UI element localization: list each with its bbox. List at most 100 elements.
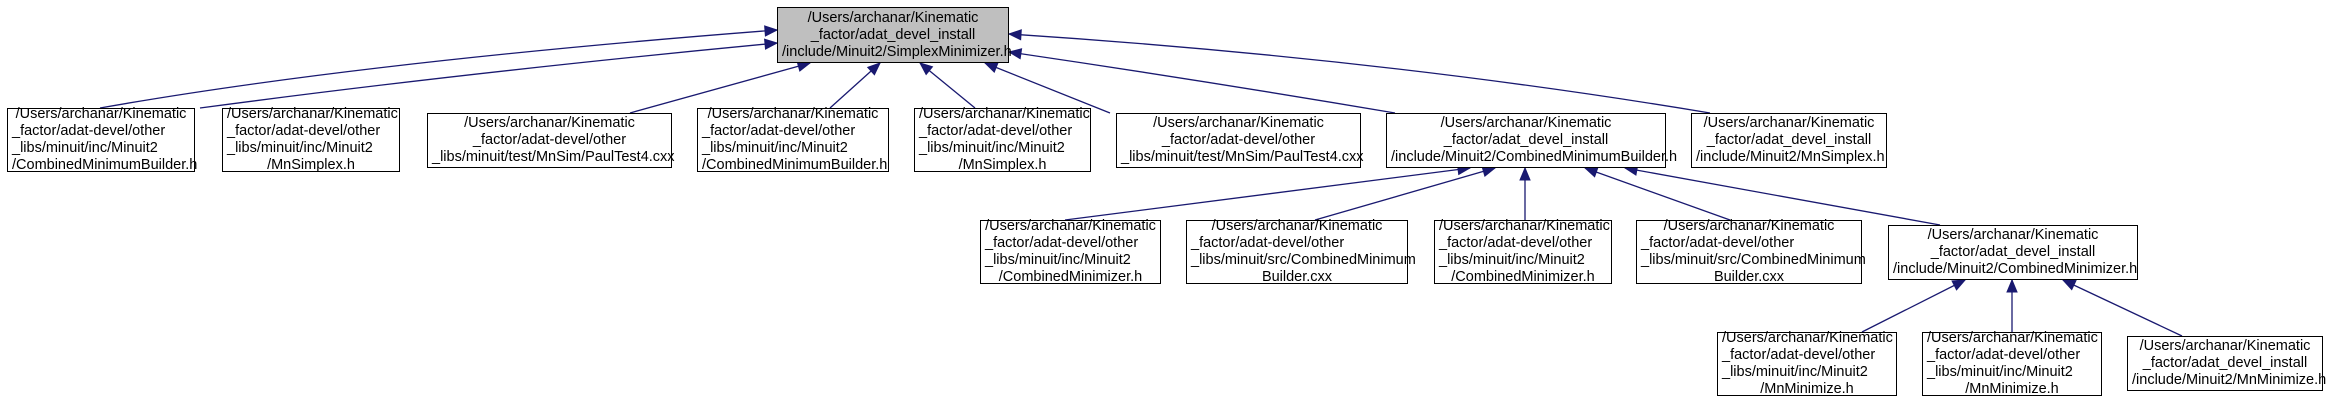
arrow-head [983,62,999,73]
node-line: _libs/minuit/inc/Minuit2 [227,140,373,156]
node-l1-paultest4-cxx[interactable]: /Users/archanar/Kinematic _factor/adat-d… [427,113,675,168]
node-l1-mnsimplex-h[interactable]: /Users/archanar/Kinematic _factor/adat-d… [222,106,400,173]
node-line: _factor/adat-devel/other [702,123,856,139]
node-line: _factor/adat-devel/other [1641,235,1795,251]
node-line: /Users/archanar/Kinematic [1927,227,2099,243]
node-line: /include/Minuit2/CombinedMinimumBuilder.… [1391,149,1678,165]
node-line: _libs/minuit/inc/Minuit2 [919,140,1065,156]
arrow-head [764,25,779,37]
node-line: _factor/adat_devel_install [2142,355,2308,371]
node-line: /Users/archanar/Kinematic [807,9,979,26]
arrow-head [764,38,779,50]
node-line: _factor/adat_devel_install [1706,132,1872,148]
dependency-edge [1064,167,1471,221]
node-line: /Users/archanar/Kinematic [464,115,635,131]
arrow-head [2061,279,2077,291]
dependency-edge [1584,167,1731,221]
node-line: /Users/archanar/Kinematic [1927,330,2098,346]
node-l1-mnsimplex-h-2[interactable]: /Users/archanar/Kinematic _factor/adat-d… [914,106,1091,173]
node-line: /Users/archanar/Kinematic [1440,115,1612,131]
node-line: /Users/archanar/Kinematic [2139,338,2311,354]
node-l3-mnminimize-h[interactable]: /Users/archanar/Kinematic _factor/adat-d… [1717,330,1897,397]
dependency-edge [629,62,811,114]
node-line: _libs/minuit/inc/Minuit2 [1439,252,1585,268]
node-line: /Users/archanar/Kinematic [985,218,1156,234]
node-line: _factor/adat-devel/other [227,123,381,139]
node-line: _libs/minuit/test/MnSim/PaulTest4.cxx [432,149,675,165]
node-line: /Users/archanar/Kinematic [1211,218,1383,234]
dependency-edge [1008,33,1711,114]
node-l2-combinedminimumbuilder-cxx[interactable]: /Users/archanar/Kinematic _factor/adat-d… [1186,218,1416,285]
node-l1-combinedminimumbuilder-h-2[interactable]: /Users/archanar/Kinematic _factor/adat-d… [697,106,889,173]
node-line: _libs/minuit/inc/Minuit2 [702,140,848,156]
dependency-edge [2062,279,2183,337]
dependency-edge [1314,167,1496,221]
arrow-head [918,62,934,76]
node-line: /Users/archanar/Kinematic [919,106,1090,122]
node-root-simplexminimizer[interactable]: /Users/archanar/Kinematic _factor/adat_d… [777,7,1012,63]
node-line: /include/Minuit2/MnSimplex.h [1696,149,1885,165]
node-line: /Users/archanar/Kinematic [1703,115,1875,131]
node-l1-paultest4-cxx-2[interactable]: /Users/archanar/Kinematic _factor/adat-d… [1116,113,1364,168]
node-l2-combinedminimizer-h[interactable]: /Users/archanar/Kinematic _factor/adat-d… [980,218,1161,285]
node-line: _factor/adat-devel/other [985,235,1139,251]
node-line: /CombinedMinimizer.h [998,269,1143,285]
node-line: _factor/adat-devel/other [12,123,166,139]
node-line: /MnMinimize.h [1965,381,2059,397]
arrow-head [1007,48,1023,60]
arrow-head [866,62,881,76]
dependency-edge [1008,51,1396,114]
node-line: /Users/archanar/Kinematic [1722,330,1893,346]
node-line: _factor/adat-devel/other [1722,347,1876,363]
arrow-head [1951,279,1967,291]
node-line: _libs/minuit/src/CombinedMinimum [1641,252,1866,268]
node-line: Builder.cxx [1261,269,1333,285]
node-l2-combinedminimizer-install[interactable]: /Users/archanar/Kinematic _factor/adat_d… [1888,225,2138,280]
node-line: _libs/minuit/src/CombinedMinimum [1191,252,1416,268]
node-line: /MnSimplex.h [958,157,1047,173]
node-line: _libs/minuit/inc/Minuit2 [1722,364,1868,380]
arrow-head [1583,166,1599,178]
node-l1-combinedminimumbuilder-install[interactable]: /Users/archanar/Kinematic _factor/adat_d… [1386,113,1678,168]
node-line: /Users/archanar/Kinematic [227,106,398,122]
dependency-edge [99,29,778,109]
node-line: /include/Minuit2/MnMinimize.h [2132,372,2327,388]
node-line: /include/Minuit2/CombinedMinimizer.h [1893,261,2138,277]
node-line: _factor/adat-devel/other [1439,235,1593,251]
node-l3-mnminimize-install[interactable]: /Users/archanar/Kinematic _factor/adat_d… [2127,336,2327,391]
node-line: _factor/adat-devel/other [919,123,1073,139]
node-l2-combinedminimumbuilder-cxx-2[interactable]: /Users/archanar/Kinematic _factor/adat-d… [1636,218,1866,285]
node-line: _factor/adat-devel/other [1191,235,1345,251]
node-line: /Users/archanar/Kinematic [1153,115,1324,131]
node-l1-mnsimplex-install[interactable]: /Users/archanar/Kinematic _factor/adat_d… [1691,113,1887,168]
node-line: /Users/archanar/Kinematic [15,106,187,122]
dependency-edge [1861,279,1966,333]
node-l1-combinedminimumbuilder-h[interactable]: /Users/archanar/Kinematic _factor/adat-d… [7,106,198,173]
node-l3-mnminimize-h-2[interactable]: /Users/archanar/Kinematic _factor/adat-d… [1922,330,2102,397]
node-line: /MnMinimize.h [1760,381,1854,397]
node-line: /Users/archanar/Kinematic [707,106,879,122]
dependency-edge [984,62,1111,114]
node-line: /CombinedMinimizer.h [1451,269,1595,285]
node-line: _libs/minuit/test/MnSim/PaulTest4.cxx [1121,149,1364,165]
node-line: /Users/archanar/Kinematic [1439,218,1610,234]
arrow-head [1007,29,1022,41]
node-line: _factor/adat_devel_install [810,26,976,43]
node-line: /include/Minuit2/SimplexMinimizer.h [782,43,1012,60]
dependency-edge [1624,167,1941,226]
node-line: _factor/adat_devel_install [1443,132,1609,148]
node-line: /Users/archanar/Kinematic [1663,218,1835,234]
dependency-edge [199,42,778,109]
node-line: _factor/adat-devel/other [472,132,627,148]
node-line: _libs/minuit/inc/Minuit2 [12,140,158,156]
node-line: /CombinedMinimumBuilder.h [12,157,198,173]
node-line: _libs/minuit/inc/Minuit2 [985,252,1131,268]
node-l2-combinedminimizer-h-2[interactable]: /Users/archanar/Kinematic _factor/adat-d… [1434,218,1612,285]
node-line: _libs/minuit/inc/Minuit2 [1927,364,2073,380]
node-line: /MnSimplex.h [267,157,355,173]
node-line: /CombinedMinimumBuilder.h [702,157,888,173]
arrow-head [2006,278,2018,293]
node-line: _factor/adat-devel/other [1161,132,1316,148]
node-line: _factor/adat-devel/other [1927,347,2081,363]
node-line: Builder.cxx [1713,269,1785,285]
